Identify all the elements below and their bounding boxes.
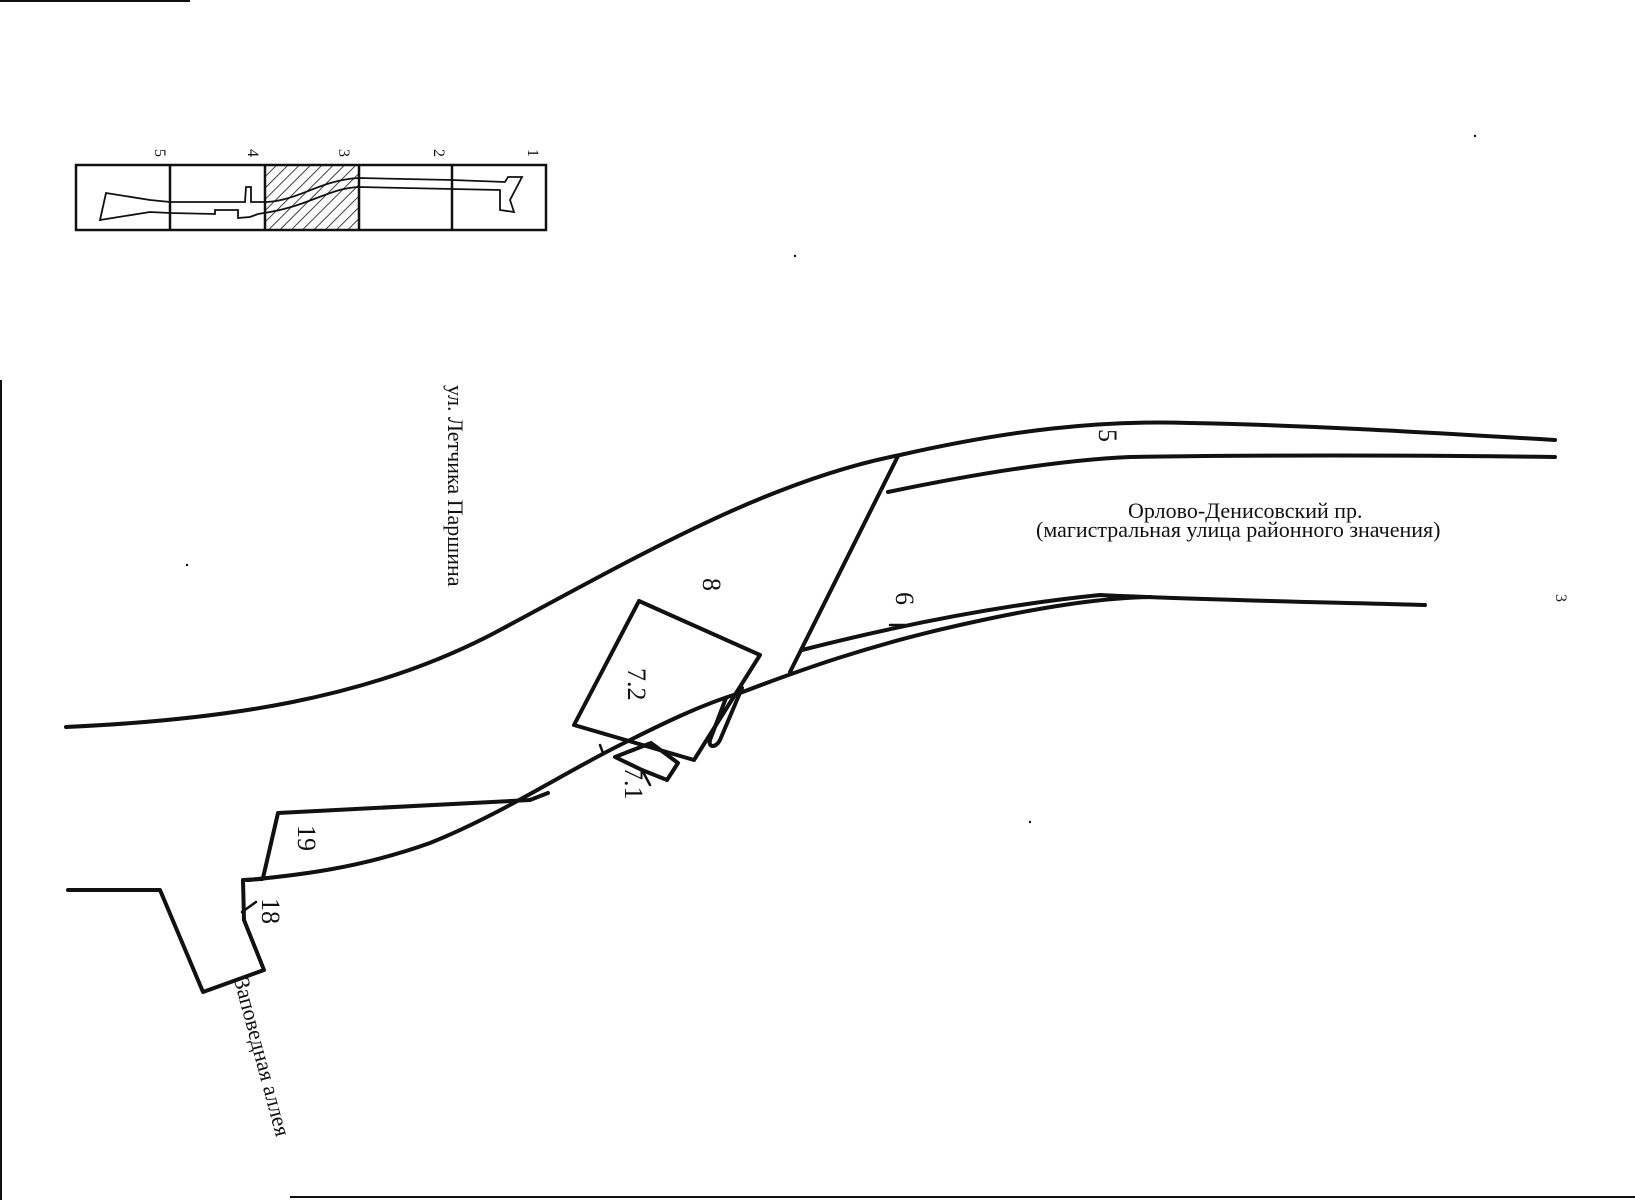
key-map-label: 5 [151,149,168,157]
road-upper-edge [64,420,1557,729]
key-map-label: 3 [335,149,352,157]
lot-6-boundary [800,593,1427,652]
lot-7-1-leader [598,743,605,755]
lot-7-1-leader [640,768,652,787]
lot-label-8: 8 [697,578,726,591]
scan-speck [1028,820,1032,824]
lot-18-boundary [66,877,266,994]
lot-label-6: 6 [890,592,919,605]
key-map-label: 1 [524,149,541,157]
lot-7-2-boundary [572,599,762,762]
lot-label-19: 19 [292,825,321,851]
road-lower-edge [738,595,1152,695]
key-map: 5 4 3 2 1 [74,149,548,232]
lot-label-5: 5 [1093,429,1122,442]
lot-7-2-strip [707,686,744,748]
street-label-letchika-parshina: ул. Летчика Паршина [443,385,468,587]
lot-7-1-boundary [613,741,680,782]
street-label-orlovo-denisovsky-note: (магистральная улица районного значения) [1036,517,1441,542]
lot-19-boundary [261,791,550,880]
scan-speck [793,254,797,258]
key-map-label: 2 [430,149,447,157]
lot-8-boundary [788,454,900,674]
lot-5-boundary [886,453,1557,494]
lot-18-leader [240,900,258,914]
scan-speck [1473,134,1477,138]
road-lower-edge-southwest [246,691,742,882]
key-map-frame [74,163,548,232]
lot-label-7-2: 7.2 [622,668,651,701]
lot-label-18: 18 [256,898,285,924]
key-map-label: 4 [244,149,261,157]
key-map-road-outline [98,176,524,222]
street-label-zapovednaya: Заповедная аллея [229,975,295,1139]
lot-label-7-1: 7.1 [619,767,648,800]
scan-speck [185,563,189,567]
sheet-number: 3 [1552,594,1569,602]
street-label-orlovo-denisovsky: Орлово-Денисовский пр. [1128,498,1363,523]
key-map-highlight [265,165,359,230]
